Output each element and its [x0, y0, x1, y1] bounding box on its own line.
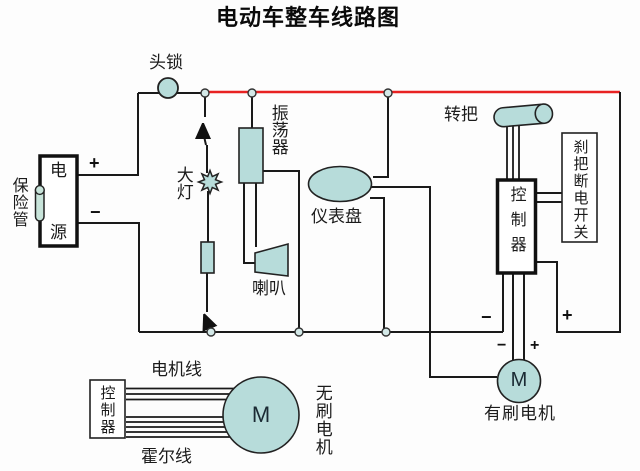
hall-sensor-wires — [126, 416, 246, 438]
wire-power-minus — [77, 222, 140, 332]
brushless-motor-circle — [222, 376, 300, 454]
switch-blade-lower — [204, 314, 210, 330]
wire-throttle-triple — [506, 126, 520, 180]
brushed-motor-circle — [496, 358, 542, 404]
main-controller-box — [495, 178, 538, 275]
motor-plus-sign: + — [530, 337, 540, 354]
main-controller-label: 控制器 — [507, 186, 525, 261]
power-plus-sign: + — [89, 153, 100, 173]
brushless-controller-label: 控制器 — [98, 385, 115, 436]
headlight-label: 大灯 — [173, 166, 193, 200]
brushed-motor-symbol: M — [510, 369, 528, 391]
brushless-motor-label: 无刷电机 — [312, 384, 332, 456]
headlight-resistor — [200, 241, 215, 274]
motor-wires-label: 电机线 — [151, 360, 202, 379]
head-lock-symbol — [157, 77, 179, 99]
fuse-cap-icon — [34, 184, 45, 196]
wire-power-plus — [77, 93, 139, 176]
wire-positive-feed — [536, 92, 621, 333]
switch-blade-headlight — [203, 123, 206, 146]
horn-speaker-icon — [254, 242, 289, 277]
feed-plus-sign: + — [562, 305, 573, 325]
power-label-bottom: 源 — [50, 223, 67, 242]
wire-dashboard-to-motor — [371, 186, 497, 378]
fuse-label: 保险管 — [9, 177, 27, 228]
wire-oscillator-to-bus — [263, 170, 300, 332]
bus-minus-sign: − — [481, 307, 492, 327]
throttle-grip-icon — [493, 103, 554, 128]
hall-wires-label: 霍尔线 — [141, 447, 192, 466]
dashboard-label: 仪表盘 — [311, 207, 362, 226]
wire-controller-brake — [536, 192, 562, 203]
brake-switch-label: 刹把断电开关 — [571, 139, 588, 241]
brushless-controller-box — [89, 379, 126, 439]
horn-label: 喇叭 — [252, 279, 286, 298]
power-label-top: 电 — [50, 161, 67, 180]
page-title: 电动车整车线路图 — [216, 5, 401, 30]
oscillator-label: 振荡器 — [268, 104, 288, 155]
power-minus-sign: − — [90, 202, 101, 222]
dashboard-ellipse — [307, 165, 373, 203]
junction-dots — [200, 88, 393, 337]
brushed-motor-label: 有刷电机 — [484, 404, 556, 423]
oscillator-box — [238, 127, 264, 184]
wire-dashboard-to-bus — [370, 197, 385, 332]
wire-dashboard-feed — [373, 95, 389, 178]
wire-oscillator-horn-1 — [243, 183, 256, 264]
brake-switch-box — [561, 132, 598, 243]
wire-controller-motor — [512, 273, 525, 360]
throttle-label: 转把 — [444, 105, 478, 124]
brushless-motor-symbol: M — [251, 402, 271, 427]
headlight-bulb-icon — [196, 168, 224, 196]
head-lock-label: 头锁 — [149, 53, 183, 72]
motor-minus-sign: − — [497, 337, 507, 354]
